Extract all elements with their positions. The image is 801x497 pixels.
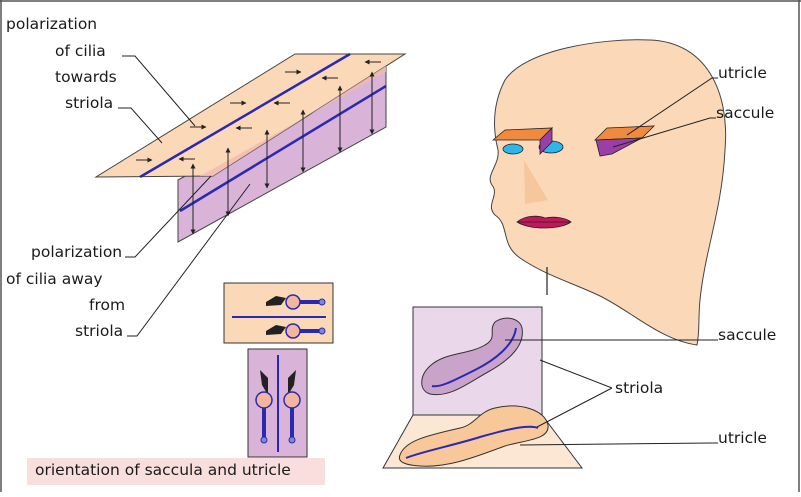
leader-striola-2 xyxy=(537,388,612,427)
saccule-hair-cells xyxy=(248,349,307,457)
label-polarization-towards-4: striola xyxy=(65,94,113,112)
caption-text: orientation of saccula and utricle xyxy=(35,461,291,479)
label-polarization-towards-1: polarization xyxy=(6,15,97,33)
leader-towards-1 xyxy=(122,56,195,126)
label-polarization-away-2: of cilia away xyxy=(6,270,103,288)
label-saccule-bottom: saccule xyxy=(718,326,776,344)
utricle-hair-cells xyxy=(224,283,333,343)
label-striola: striola xyxy=(615,379,663,397)
label-polarization-towards-2: of cilia xyxy=(55,42,106,60)
leader-towards-2 xyxy=(118,108,162,143)
head-illustration xyxy=(490,40,726,345)
label-utricle-top: utricle xyxy=(718,64,767,82)
utricle-plane xyxy=(383,406,582,468)
leader-striola-1 xyxy=(540,360,612,388)
macula-block xyxy=(96,54,405,242)
label-polarization-away-1: polarization xyxy=(31,243,122,261)
label-saccule-top: saccule xyxy=(716,104,774,122)
label-polarization-away-4: striola xyxy=(75,322,123,340)
label-polarization-towards-3: towards xyxy=(55,68,117,86)
left-eye xyxy=(503,144,523,154)
label-polarization-away-3: from xyxy=(89,296,125,314)
saccule-plane xyxy=(413,307,542,415)
label-utricle-bottom: utricle xyxy=(718,429,767,447)
